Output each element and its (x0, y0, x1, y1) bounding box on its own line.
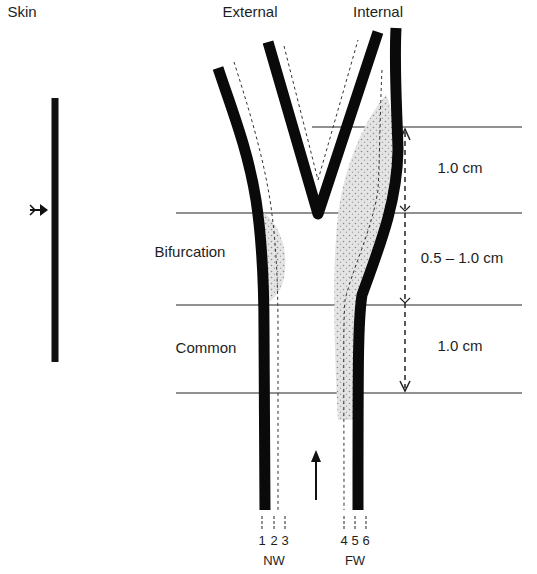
probe-arrow (30, 204, 48, 216)
intima-lines (234, 40, 382, 510)
callout-number: 5 (351, 534, 358, 548)
branch-label: External (222, 4, 277, 21)
flow-arrow (311, 450, 321, 500)
callout-number: 1 (258, 534, 265, 548)
dimension-label: 1.0 cm (435, 338, 484, 355)
callout-number: 3 (281, 534, 288, 548)
layer-ticks (262, 516, 366, 530)
callout-number: 4 (340, 534, 347, 548)
dimension-label: 0.5 – 1.0 cm (419, 250, 506, 267)
vessel-walls (218, 28, 398, 510)
callout-number: 6 (362, 534, 369, 548)
wall-label: FW (345, 554, 365, 568)
branch-label: Internal (353, 4, 403, 21)
dimension-label: 1.0 cm (435, 160, 484, 177)
skin-line (52, 98, 59, 362)
region-label: Bifurcation (153, 244, 228, 261)
region-label: Common (174, 340, 239, 357)
wall-label: NW (263, 554, 285, 568)
callout-number: 2 (270, 534, 277, 548)
skin-label: Skin (7, 4, 36, 21)
